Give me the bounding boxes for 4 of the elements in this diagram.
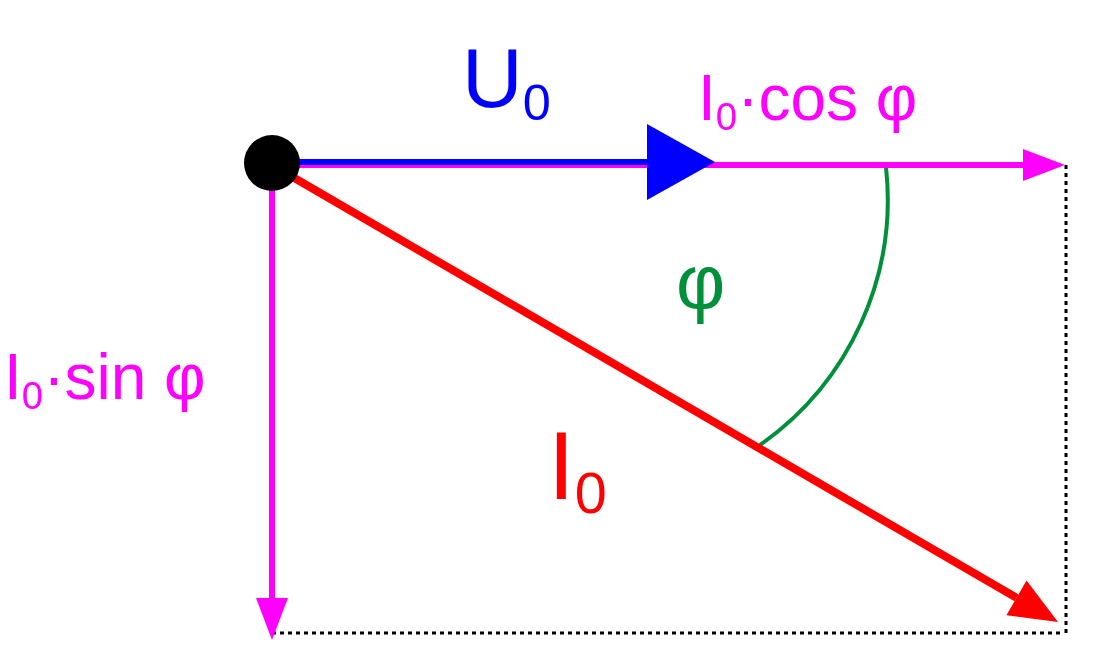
reactive-current-label: I$_{0}$·sin φ: [4, 345, 206, 415]
voltage-label: U$_{0}$: [462, 36, 551, 128]
current-label: I$_{0}$: [548, 418, 607, 523]
active-current-label: I$_{0}$·cos φ: [698, 66, 918, 136]
